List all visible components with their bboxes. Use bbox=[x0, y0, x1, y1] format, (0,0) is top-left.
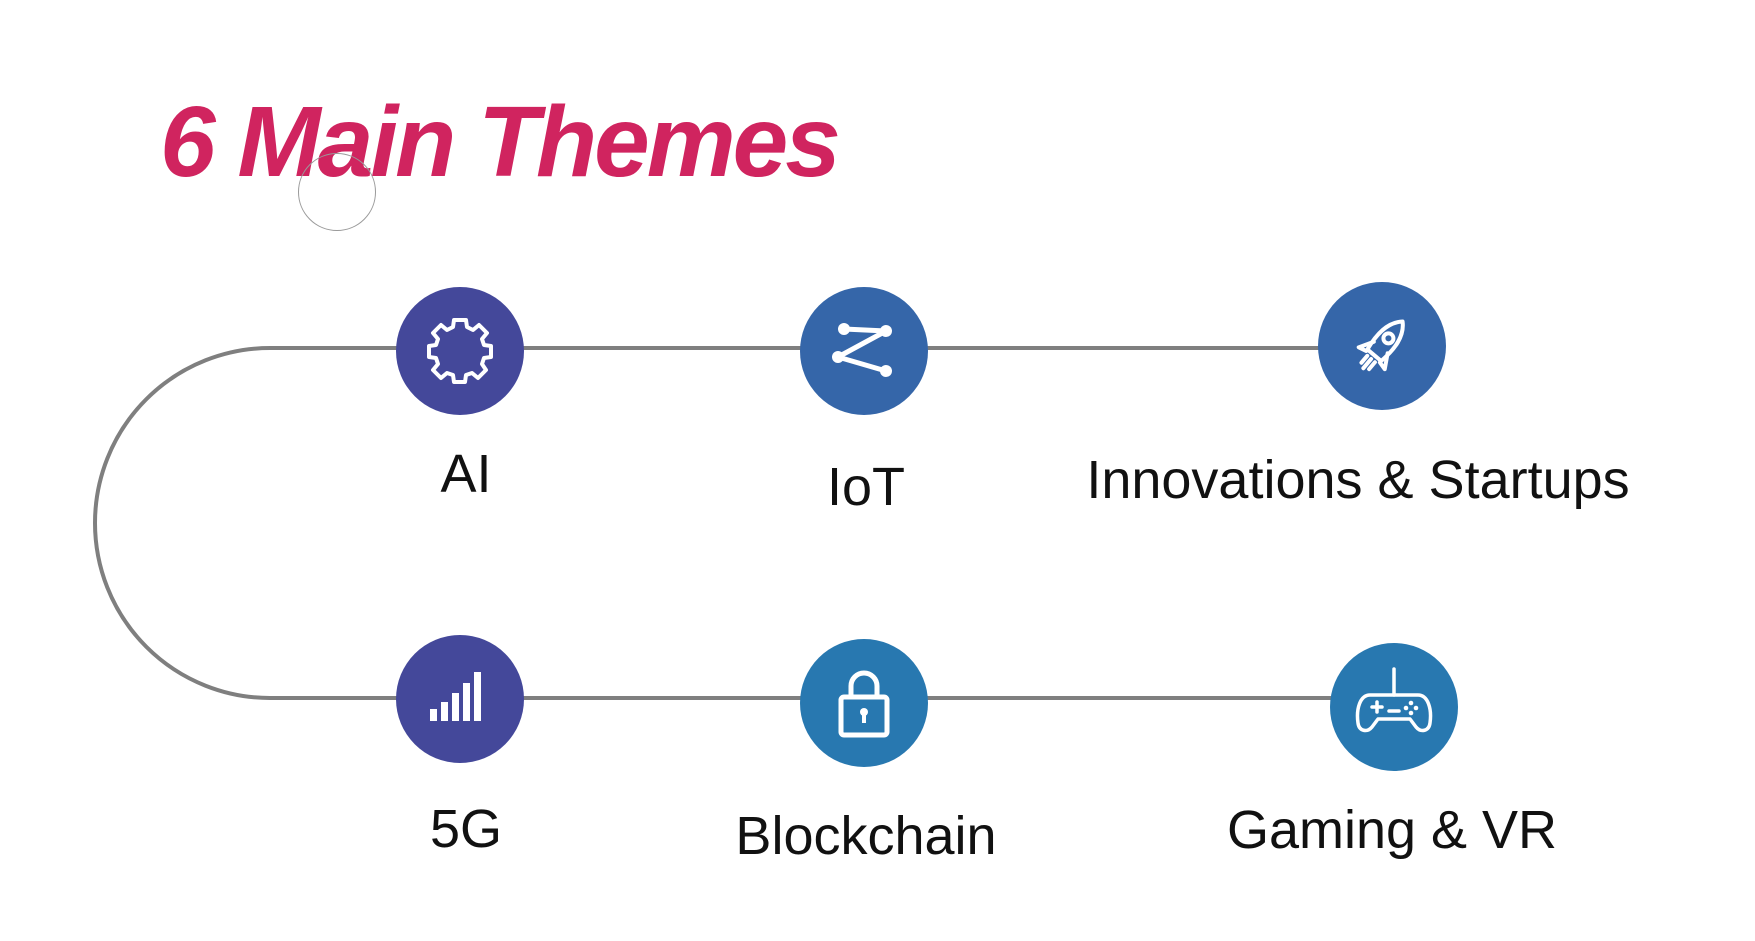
game-controller-icon bbox=[1355, 667, 1433, 733]
5g-label: 5G bbox=[429, 799, 503, 859]
gaming-label: Gaming & VR bbox=[1226, 800, 1558, 860]
lock-icon bbox=[838, 670, 890, 738]
ai-label: AI bbox=[440, 444, 492, 504]
cursor-indicator bbox=[298, 153, 376, 231]
blockchain-node bbox=[800, 639, 928, 767]
innovations-label: Innovations & Startups bbox=[1086, 450, 1630, 510]
signal-bars-icon bbox=[430, 672, 481, 721]
iot-node bbox=[800, 287, 928, 415]
timeline-path bbox=[93, 346, 1390, 700]
gear-icon bbox=[427, 318, 493, 384]
gaming-node bbox=[1330, 643, 1458, 771]
network-nodes-icon bbox=[832, 323, 892, 377]
blockchain-label: Blockchain bbox=[735, 806, 997, 866]
iot-label: IoT bbox=[826, 457, 906, 517]
5g-node bbox=[396, 635, 524, 763]
ai-node bbox=[396, 287, 524, 415]
rocket-icon bbox=[1356, 319, 1405, 372]
innovations-node bbox=[1318, 282, 1446, 410]
page-title: 6 Main Themes bbox=[160, 86, 841, 198]
